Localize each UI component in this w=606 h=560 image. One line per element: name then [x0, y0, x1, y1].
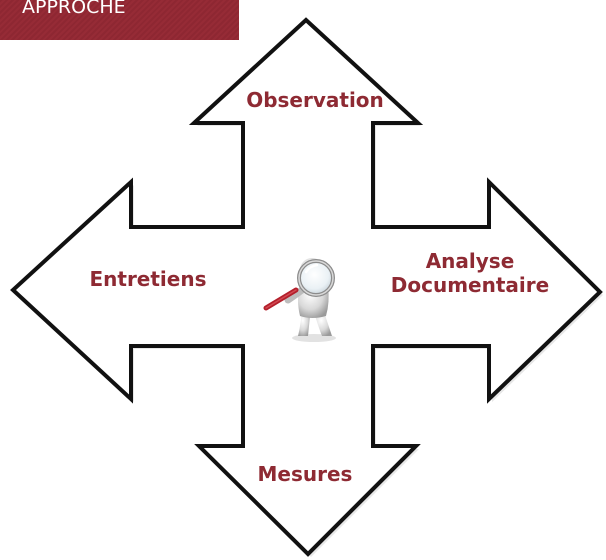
arrow-label-analyse: Analyse [425, 249, 515, 273]
arrow-label-mesures: Mesures [257, 462, 353, 486]
person-with-magnifying-glass-icon [263, 258, 336, 342]
approche-header: APPROCHE [0, 0, 239, 40]
arrow-label-analyse-documentaire: Analyse Documentaire [370, 249, 570, 297]
arrow-label-entretiens: Entretiens [89, 267, 207, 291]
arrow-label-documentaire: Documentaire [390, 272, 550, 297]
header-title: APPROCHE [22, 0, 126, 18]
arrow-label-observation: Observation [246, 88, 384, 112]
